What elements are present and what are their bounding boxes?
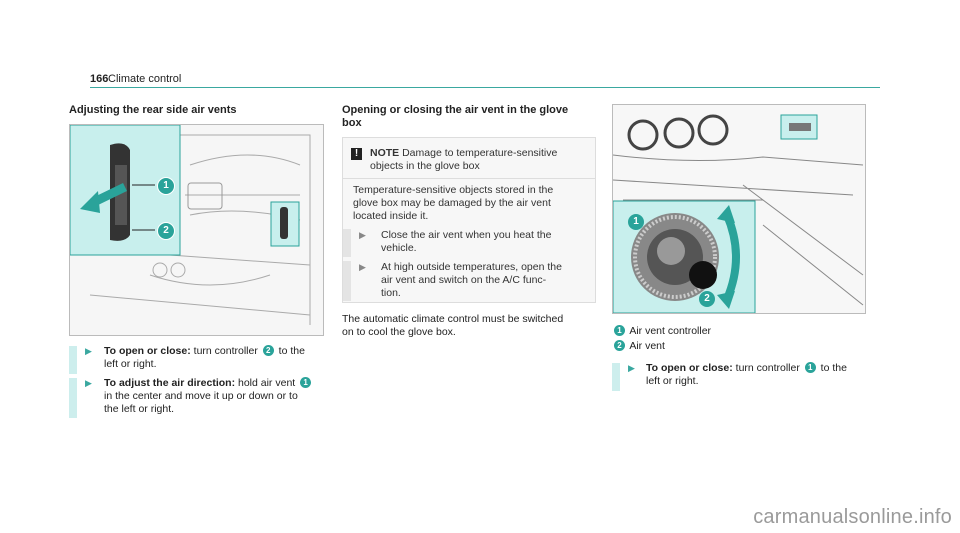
- middle-heading: Opening or closing the air vent in the g…: [342, 104, 569, 129]
- callout-2: 2: [157, 222, 175, 240]
- left-heading: Adjusting the rear side air vents: [69, 104, 237, 116]
- bullet-arrow-icon: ▶: [359, 262, 366, 272]
- step-arrow-icon: ▶: [85, 346, 92, 356]
- note-box: ! NOTE Damage to temperature-sensitive o…: [342, 137, 596, 303]
- note-divider: [343, 178, 595, 179]
- step-bar: [69, 378, 77, 418]
- callout-2: 2: [699, 291, 715, 307]
- note-bullet-2: At high outside temperatures, open the a…: [381, 261, 562, 299]
- bullet-arrow-icon: ▶: [359, 230, 366, 240]
- step-callout: 1: [804, 362, 816, 373]
- rear-vent-illustration: [69, 124, 324, 336]
- middle-paragraph: The automatic climate control must be sw…: [342, 313, 564, 338]
- legend-item: 1 Air vent controller: [612, 324, 711, 339]
- glove-box-vent-illustration: [612, 104, 866, 314]
- legend-item: 2 Air vent: [612, 339, 711, 354]
- bullet-bar: [343, 229, 351, 257]
- step-callout: 1: [300, 377, 312, 388]
- callout-1: 1: [628, 214, 644, 230]
- header-rule: [90, 87, 880, 88]
- step-bar: [69, 346, 77, 374]
- step-arrow-icon: ▶: [628, 363, 635, 373]
- callout-1: 1: [157, 177, 175, 195]
- right-step: To open or close: turn controller 1 to t…: [646, 362, 847, 387]
- step-callout: 2: [262, 345, 274, 356]
- section-title: Climate control: [108, 73, 182, 85]
- legend: 1 Air vent controller 2 Air vent: [612, 324, 711, 354]
- page-number: 166: [90, 73, 109, 85]
- left-step-2: To adjust the air direction: hold air ve…: [104, 377, 329, 416]
- step-arrow-icon: ▶: [85, 378, 92, 388]
- note-body: Temperature-sensitive objects stored in …: [353, 184, 554, 222]
- step-bar: [612, 363, 620, 391]
- warning-icon: !: [351, 148, 362, 160]
- bullet-bar: [343, 261, 351, 301]
- note-title: NOTE Damage to temperature-sensitive obj…: [370, 147, 558, 172]
- left-step-1: To open or close: turn controller 2 to t…: [104, 345, 305, 370]
- watermark: carmanualsonline.info: [753, 506, 952, 528]
